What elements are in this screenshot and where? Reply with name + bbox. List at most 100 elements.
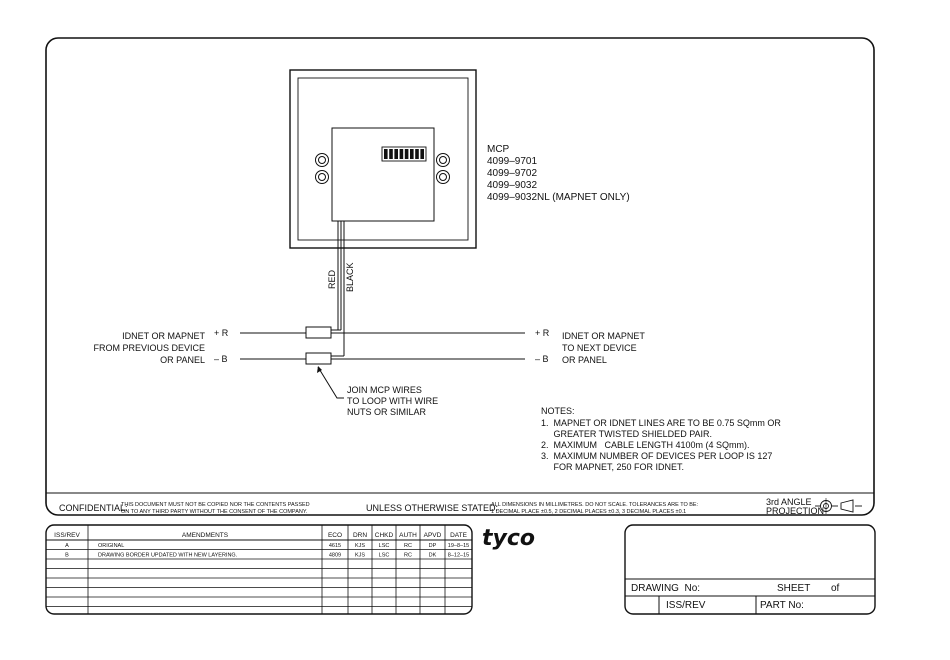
table-cell: 4615 xyxy=(329,543,341,549)
unless-text-2: 1 DECIMAL PLACE ±0.5, 2 DECIMAL PLACES ±… xyxy=(491,509,686,515)
table-cell: KJS xyxy=(355,543,365,549)
table-cell: DK xyxy=(429,553,437,559)
join-note-line-2: TO LOOP WITH WIRE xyxy=(347,396,438,406)
left-line-2: FROM PREVIOUS DEVICE xyxy=(93,343,205,353)
wire-nut-plus xyxy=(305,326,332,339)
module-box xyxy=(331,127,435,222)
sheet-of-label: of xyxy=(831,583,840,594)
loop-lines xyxy=(240,326,525,365)
screw-right-top xyxy=(436,153,450,167)
table-cell: ORIGINAL xyxy=(98,543,124,549)
notes-block: NOTES: 1. MAPNET OR IDNET LINES ARE TO B… xyxy=(541,406,781,472)
note-line-5: FOR MAPNET, 250 FOR IDNET. xyxy=(541,462,684,472)
table-cell: LSC xyxy=(379,553,390,559)
dip-lever xyxy=(420,149,424,159)
note-line-1: 1. MAPNET OR IDNET LINES ARE TO BE 0.75 … xyxy=(541,418,781,428)
sheet-label: SHEET xyxy=(777,583,810,594)
table-header-cell: AUTH xyxy=(399,532,417,539)
screw-right-bottom xyxy=(436,170,450,184)
screw-right-bottom-inner xyxy=(439,173,447,181)
footer-strip: CONFIDENTIAL: THIS DOCUMENT MUST NOT BE … xyxy=(59,497,862,516)
dip-lever xyxy=(389,149,393,159)
table-header-cell: ISS/REV xyxy=(54,532,80,539)
screw-left-bottom-inner xyxy=(318,173,326,181)
unless-text-1: ALL DIMENSIONS IN MILLIMETRES. DO NOT SC… xyxy=(491,502,699,508)
unless-label: UNLESS OTHERWISE STATED: xyxy=(366,503,498,513)
table-header-cell: CHKD xyxy=(375,532,394,539)
left-plus-terminal: + R xyxy=(214,328,229,338)
right-minus-terminal: – B xyxy=(535,354,549,364)
projection-line-2: PROJECTION xyxy=(766,506,824,516)
table-cell: LSC xyxy=(379,543,390,549)
dip-switch xyxy=(381,146,427,162)
table-cell: A xyxy=(65,543,69,549)
right-line-1: IDNET OR MAPNET xyxy=(562,331,645,341)
device-label: MCP 4099–9701 4099–9702 4099–9032 4099–9… xyxy=(487,144,630,203)
iss-rev-label: ISS/REV xyxy=(666,600,706,611)
screw-left-top-inner xyxy=(318,156,326,164)
table-cell: 4809 xyxy=(329,553,341,559)
left-connection: IDNET OR MAPNET FROM PREVIOUS DEVICE OR … xyxy=(93,328,228,365)
table-header-cell: AMENDMENTS xyxy=(182,532,229,539)
table-header-cell: APVD xyxy=(424,532,442,539)
join-note-line-3: NUTS OR SIMILAR xyxy=(347,407,427,417)
faceplate-outer xyxy=(289,69,477,249)
note-line-2: GREATER TWISTED SHIELDED PAIR. xyxy=(541,429,712,439)
join-leader-arrow xyxy=(317,366,322,373)
notes-title: NOTES: xyxy=(541,406,575,416)
amendments-frame xyxy=(45,524,473,615)
part-no-label: PART No: xyxy=(760,600,804,611)
table-header-cell: ECO xyxy=(328,532,342,539)
screw-left-bottom xyxy=(315,170,329,184)
dip-switch-levers xyxy=(384,149,424,159)
projection-symbol-icon xyxy=(815,498,862,514)
screw-left-top xyxy=(315,153,329,167)
amendments-table: ISS/REV AMENDMENTS ECO DRN CHKD AUTH APVD DATE A… xyxy=(45,524,473,615)
right-connection: + R – B IDNET OR MAPNET TO NEXT DEVICE O… xyxy=(535,328,645,365)
right-line-3: OR PANEL xyxy=(562,355,607,365)
drawing-no-label: DRAWING No: xyxy=(631,583,700,594)
title-block: DRAWING No: SHEET of ISS/REV PART No: xyxy=(624,524,876,615)
note-line-4: 3. MAXIMUM NUMBER OF DEVICES PER LOOP IS… xyxy=(541,451,772,461)
model-2: 4099–9702 xyxy=(487,168,537,179)
table-cell: 19–8–15 xyxy=(448,543,469,549)
table-cell: DRAWING BORDER UPDATED WITH NEW LAYERING… xyxy=(98,553,238,559)
dip-lever xyxy=(415,149,419,159)
join-leader-line xyxy=(317,366,344,399)
table-cell: 8–12–15 xyxy=(448,553,469,559)
left-line-3: OR PANEL xyxy=(160,355,205,365)
join-note-line-1: JOIN MCP WIRES xyxy=(347,385,422,395)
table-cell: DP xyxy=(429,543,437,549)
model-3: 4099–9032 xyxy=(487,180,537,191)
black-wire-label: BLACK xyxy=(345,262,355,292)
right-plus-terminal: + R xyxy=(535,328,550,338)
table-cell: RC xyxy=(404,553,412,559)
faceplate-inner xyxy=(297,77,469,241)
table-header-cell: DRN xyxy=(353,532,367,539)
tyco-logo: tyco xyxy=(482,526,535,551)
note-line-3: 2. MAXIMUM CABLE LENGTH 4100m (4 SQmm). xyxy=(541,440,750,450)
model-1: 4099–9701 xyxy=(487,156,537,167)
screw-right-top-inner xyxy=(439,156,447,164)
red-wire-label: RED xyxy=(327,269,337,289)
confidential-text-2: ON TO ANY THIRD PARTY WITHOUT THE CONSEN… xyxy=(121,509,308,515)
mounting-screws xyxy=(315,153,450,184)
title-block-frame xyxy=(624,524,876,615)
projection-line-1: 3rd ANGLE xyxy=(766,497,812,507)
dip-lever xyxy=(394,149,398,159)
dip-lever xyxy=(384,149,388,159)
left-line-1: IDNET OR MAPNET xyxy=(122,331,205,341)
table-header-cell: DATE xyxy=(450,532,468,539)
join-note: JOIN MCP WIRES TO LOOP WITH WIRE NUTS OR… xyxy=(317,366,438,417)
right-line-2: TO NEXT DEVICE xyxy=(562,343,637,353)
confidential-label: CONFIDENTIAL: xyxy=(59,503,128,513)
left-minus-terminal: – B xyxy=(214,354,228,364)
table-cell: KJS xyxy=(355,553,365,559)
model-4: 4099–9032NL (MAPNET ONLY) xyxy=(487,192,630,203)
wire-nut-minus xyxy=(305,352,332,365)
drawing-border xyxy=(45,37,875,516)
dip-lever xyxy=(399,149,404,159)
confidential-text-1: THIS DOCUMENT MUST NOT BE COPIED NOR THE… xyxy=(121,502,310,508)
dip-lever xyxy=(404,149,409,159)
